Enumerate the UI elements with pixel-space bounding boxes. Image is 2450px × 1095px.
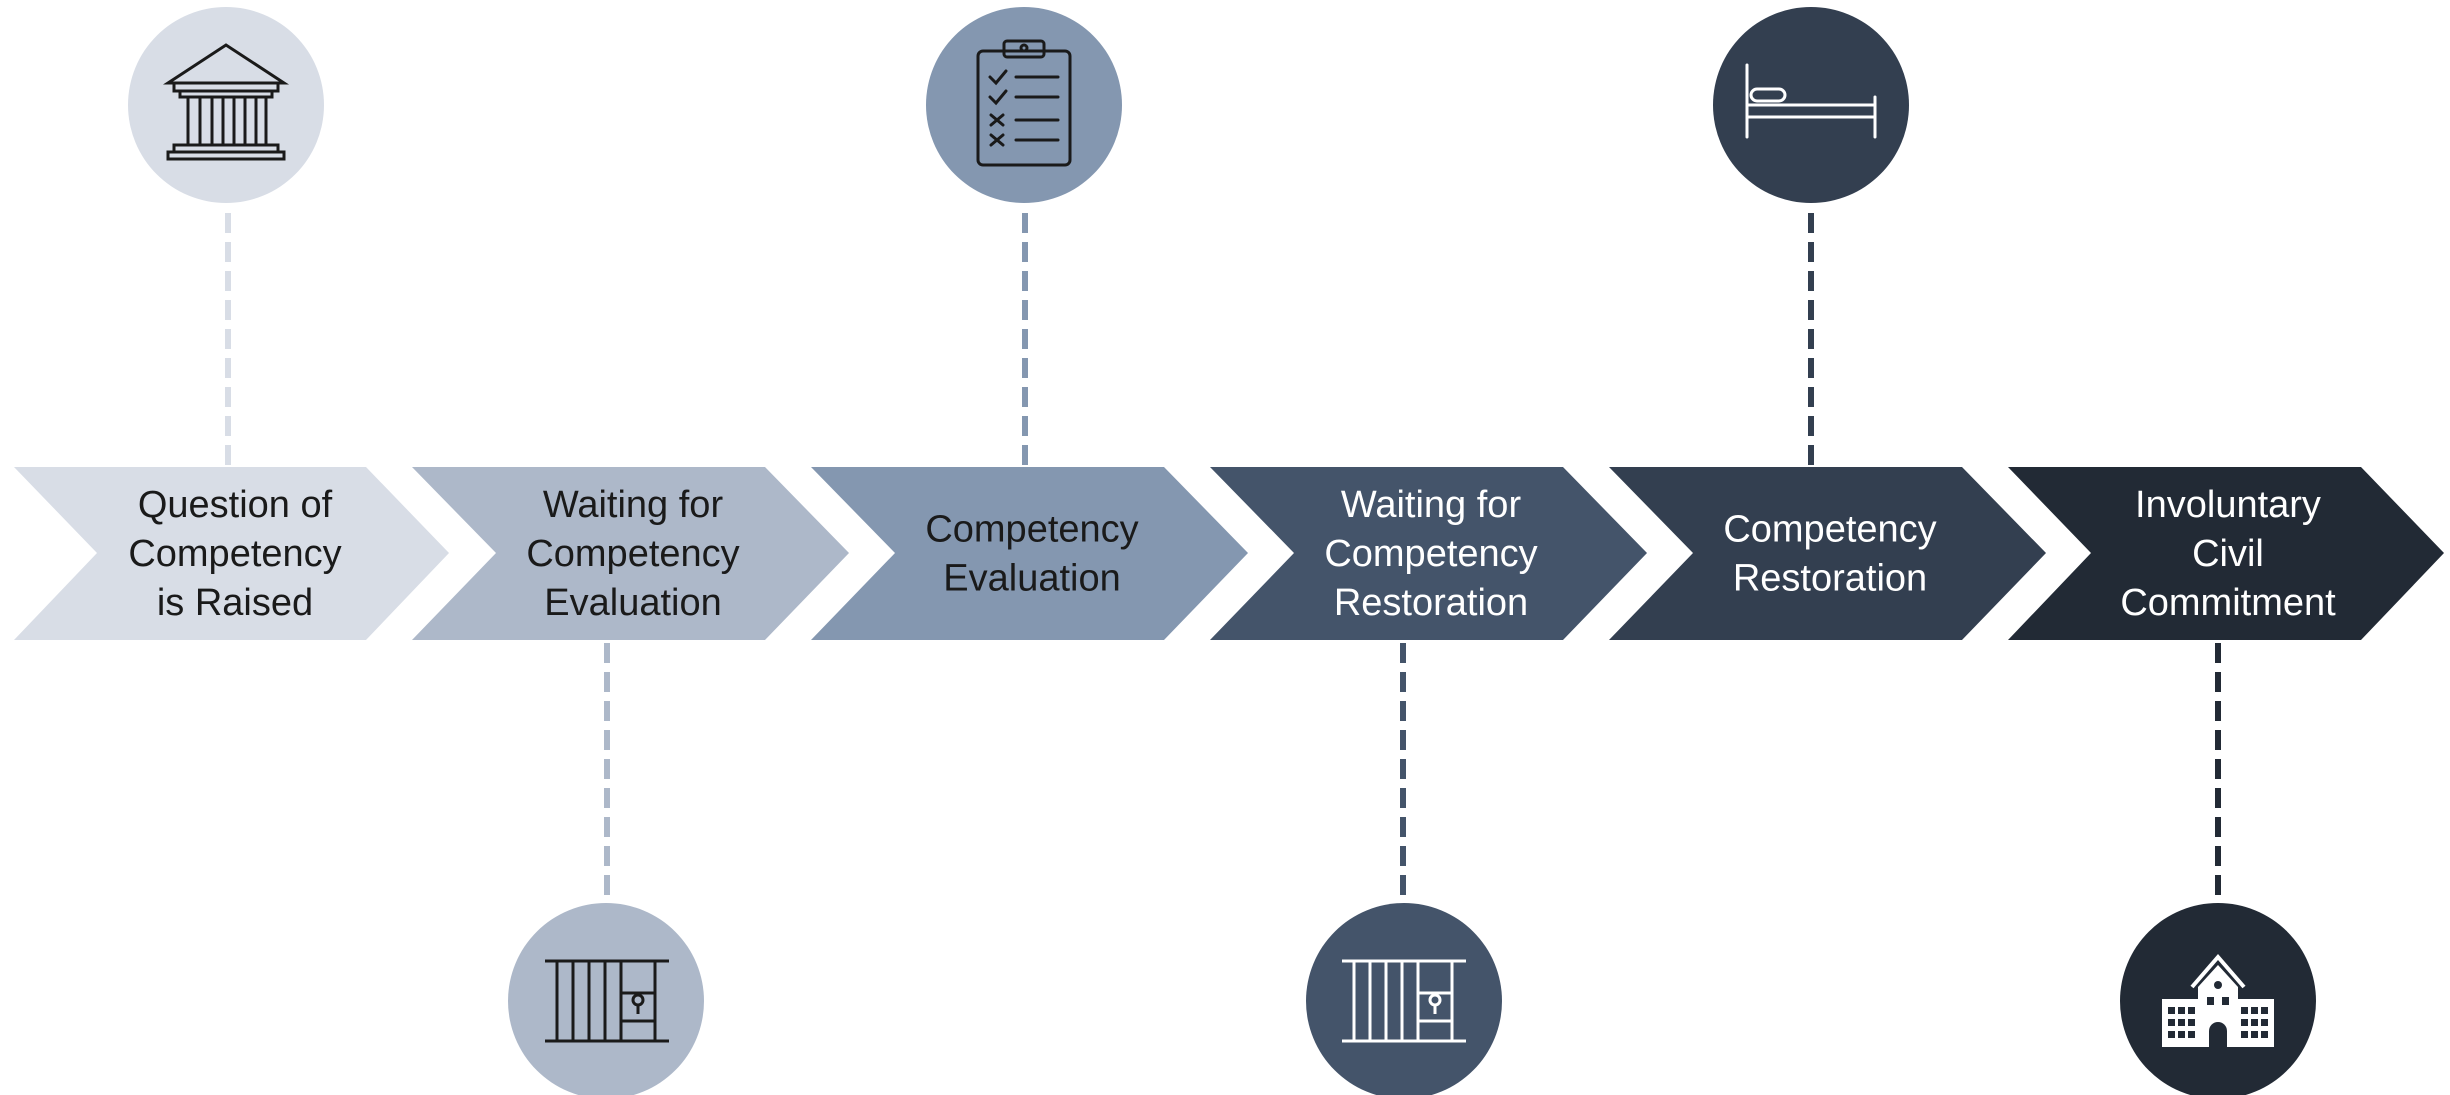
step-5-chevron xyxy=(1609,467,2046,640)
institution-building-icon xyxy=(2162,953,2274,1047)
step-1-label-line: Competency xyxy=(128,533,341,575)
step-5-label-line: Competency xyxy=(1723,509,1936,551)
step-6-label-line: Commitment xyxy=(2120,582,2336,624)
step-3-label-line: Evaluation xyxy=(943,558,1120,600)
jail-cell-icon xyxy=(545,959,669,1043)
step-3-icon-circle xyxy=(926,7,1122,203)
step-1-chevron xyxy=(14,467,449,640)
step-1-label-line: is Raised xyxy=(157,582,313,624)
courthouse-icon xyxy=(162,43,290,161)
step-6-label-line: Civil xyxy=(2192,533,2264,575)
step-2-label-line: Waiting for xyxy=(543,484,724,526)
step-2-label-line: Competency xyxy=(526,533,739,575)
hospital-bed-icon xyxy=(1745,63,1877,139)
step-1-label: Question of Competency is Raised xyxy=(128,484,341,624)
step-6-label-line: Involuntary xyxy=(2135,484,2321,526)
step-1: Question of Competency is Raised xyxy=(14,7,449,640)
step-4-icon-circle xyxy=(1306,903,1502,1095)
step-1-icon-circle xyxy=(128,7,324,203)
clipboard-checklist-icon xyxy=(976,39,1072,167)
step-2-chevron xyxy=(412,467,849,640)
step-4-label-line: Restoration xyxy=(1334,582,1528,624)
step-1-label-line: Question of xyxy=(138,484,333,526)
step-5-label-line: Restoration xyxy=(1733,558,1927,600)
step-4-chevron xyxy=(1210,467,1647,640)
step-4-label-line: Waiting for xyxy=(1341,484,1522,526)
step-4-label-line: Competency xyxy=(1324,533,1537,575)
step-3-label-line: Competency xyxy=(925,509,1138,551)
step-2-label-line: Evaluation xyxy=(544,582,721,624)
jail-cell-icon xyxy=(1342,959,1466,1043)
step-3-chevron xyxy=(811,467,1248,640)
step-6-chevron xyxy=(2008,467,2444,640)
